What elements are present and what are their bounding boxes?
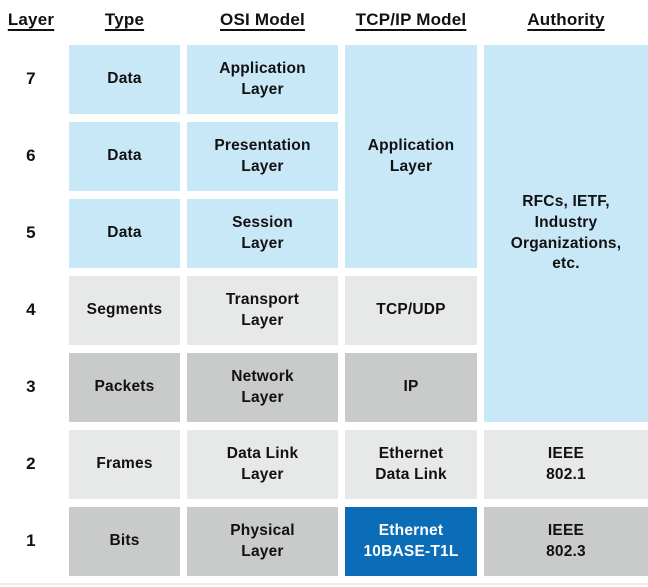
table-body: 7 6 5 4 3 2 1 Data Data Data Segments Pa… (0, 45, 648, 576)
type-cell-layer5: Data (69, 199, 180, 268)
layer-number-3: 3 (26, 377, 36, 397)
osi-cell-session: Session Layer (187, 199, 338, 268)
osi-cell-transport: Transport Layer (187, 276, 338, 345)
type-cell-layer6: Data (69, 122, 180, 191)
type-cell-layer4: Segments (69, 276, 180, 345)
bottom-divider (0, 583, 648, 585)
authority-cell-ieee-8021: IEEE 802.1 (484, 430, 648, 499)
column-header-tcpip-model: TCP/IP Model (355, 10, 467, 29)
osi-cell-network: Network Layer (187, 353, 338, 422)
authority-cell-ieee-8023: IEEE 802.3 (484, 507, 648, 576)
tcpip-cell-ip: IP (345, 353, 477, 422)
osi-cell-application: Application Layer (187, 45, 338, 114)
type-cell-layer3: Packets (69, 353, 180, 422)
tcpip-cell-ethernet-data-link: Ethernet Data Link (345, 430, 477, 499)
osi-cell-physical: Physical Layer (187, 507, 338, 576)
tcpip-cell-ethernet-10base-t1l-highlight: Ethernet 10BASE-T1L (345, 507, 477, 576)
type-cell-layer2: Frames (69, 430, 180, 499)
column-header-layer: Layer (7, 10, 55, 29)
type-cell-layer1: Bits (69, 507, 180, 576)
tcpip-cell-tcp-udp: TCP/UDP (345, 276, 477, 345)
column-header-type: Type (104, 10, 145, 29)
osi-cell-data-link: Data Link Layer (187, 430, 338, 499)
layer-number-7: 7 (26, 69, 36, 89)
layer-number-1: 1 (26, 531, 36, 551)
layer-number-2: 2 (26, 454, 36, 474)
type-cell-layer7: Data (69, 45, 180, 114)
layer-number-6: 6 (26, 146, 36, 166)
column-header-osi-model: OSI Model (220, 10, 305, 29)
table-header-row: Layer Type OSI Model TCP/IP Model Author… (0, 0, 648, 45)
column-header-authority: Authority (527, 10, 605, 29)
authority-cell-rfcs-merged: RFCs, IETF, Industry Organizations, etc. (484, 45, 648, 422)
tcpip-cell-application-merged: Application Layer (345, 45, 477, 268)
osi-cell-presentation: Presentation Layer (187, 122, 338, 191)
layer-number-4: 4 (26, 300, 36, 320)
layer-number-5: 5 (26, 223, 36, 243)
